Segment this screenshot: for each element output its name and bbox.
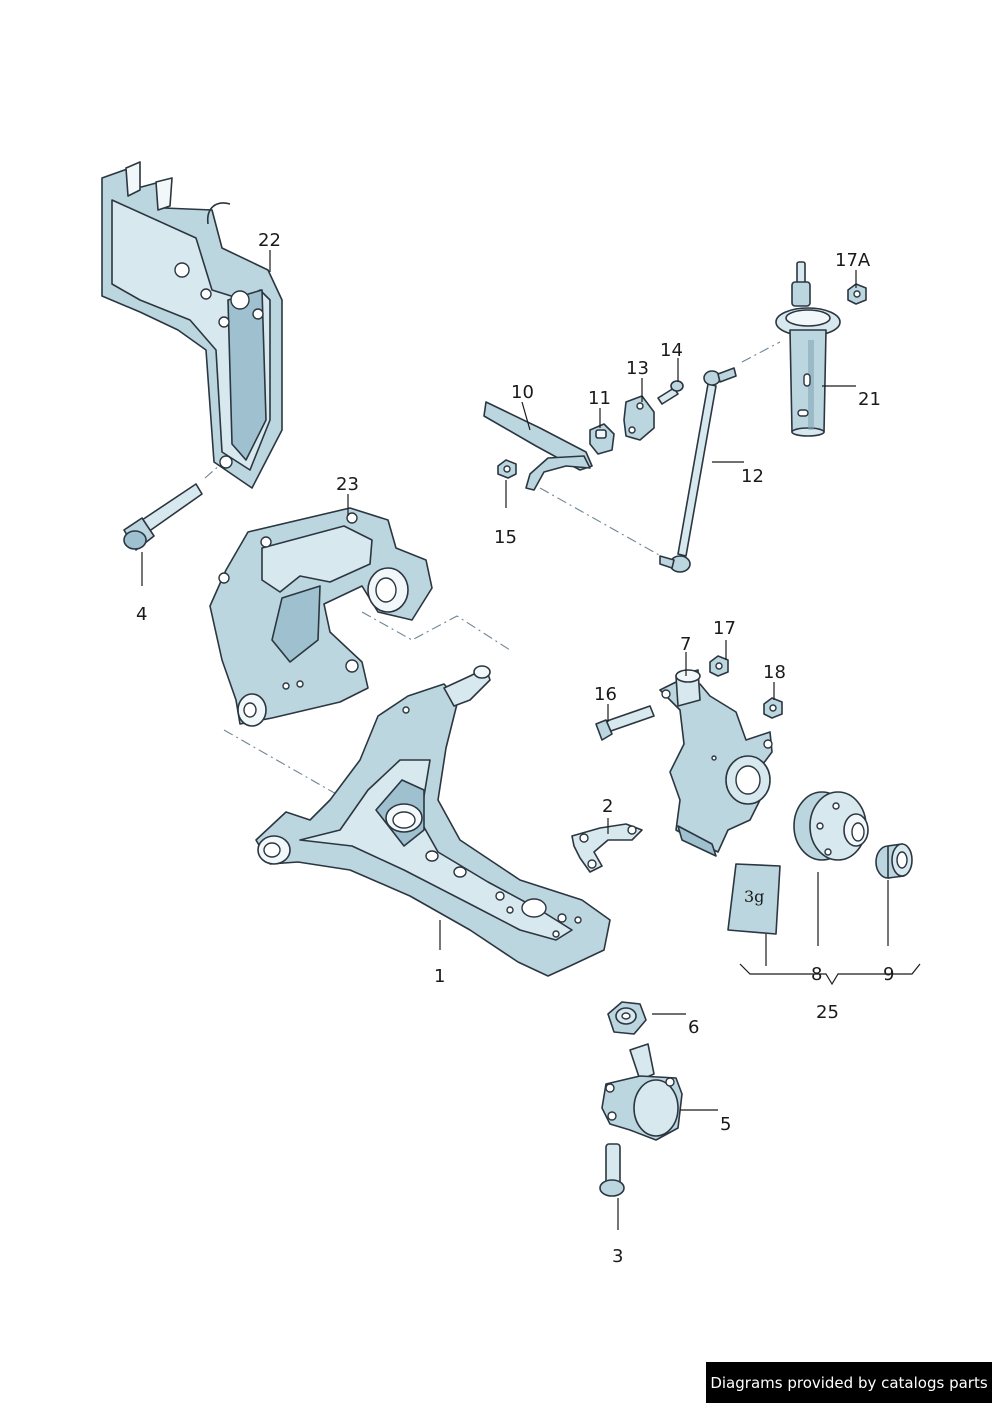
leader-lines (141, 250, 921, 1230)
part-12-coupling-rod[interactable] (659, 367, 737, 573)
part-17-nut[interactable] (709, 655, 729, 677)
part-9-bearing[interactable] (875, 843, 913, 879)
part-15-nut[interactable] (497, 459, 517, 479)
part-7-wheel-bearing-housing[interactable] (659, 669, 773, 857)
part-22-subframe-bracket[interactable] (101, 161, 283, 489)
callout-16: 16 (594, 684, 617, 705)
callout-22: 22 (258, 230, 281, 251)
part-18-nut[interactable] (763, 697, 783, 719)
part-3-bolt[interactable] (599, 1143, 625, 1197)
part-4-bolt[interactable] (123, 483, 203, 551)
callout-4: 4 (136, 604, 147, 625)
callout-17: 17 (713, 618, 736, 639)
callout-17a: 17A (835, 250, 871, 271)
part-13-clamp[interactable] (623, 395, 655, 441)
footer-credit-banner[interactable]: Diagrams provided by catalogs parts (706, 1362, 992, 1403)
part-16-bolt[interactable] (595, 705, 655, 741)
callout-5: 5 (720, 1114, 731, 1135)
callout-21: 21 (858, 389, 881, 410)
part-14-screw[interactable] (657, 380, 684, 405)
callout-18: 18 (763, 662, 786, 683)
part-2-plate[interactable] (571, 823, 643, 873)
part-1-control-arm[interactable] (255, 665, 611, 977)
part-11-rubber-bush[interactable] (589, 423, 615, 455)
callout-23: 23 (336, 474, 359, 495)
callout-9: 9 (883, 964, 894, 985)
footer-credit-text: Diagrams provided by catalogs parts (710, 1373, 988, 1392)
callout-14: 14 (660, 340, 683, 361)
callout-11: 11 (588, 388, 611, 409)
callout-12: 12 (741, 466, 764, 487)
part-6-nut[interactable] (607, 1001, 647, 1035)
part-8-wheel-hub[interactable] (793, 791, 869, 861)
callout-15: 15 (494, 527, 517, 548)
callout-2: 2 (602, 796, 613, 817)
part-17a-nut[interactable] (847, 283, 867, 305)
part-10-stabilizer-bar[interactable] (483, 401, 593, 491)
callout-25: 25 (816, 1002, 839, 1023)
callout-labels: 22 4 23 1 10 11 13 14 15 12 21 17A 7 17 … (136, 230, 894, 1267)
part-21-shock-absorber[interactable] (775, 261, 841, 437)
parts-bag-label: 3g (744, 887, 764, 906)
callout-6: 6 (688, 1017, 699, 1038)
callout-1: 1 (434, 966, 445, 987)
callout-13: 13 (626, 358, 649, 379)
callout-8: 8 (811, 964, 822, 985)
callout-7: 7 (680, 634, 691, 655)
part-5-ball-joint[interactable] (601, 1043, 683, 1141)
part-23-mounting-bracket[interactable] (209, 507, 433, 727)
callout-3: 3 (612, 1246, 623, 1267)
callout-10: 10 (511, 382, 534, 403)
parts-bag-3g[interactable]: 3g (727, 863, 781, 935)
